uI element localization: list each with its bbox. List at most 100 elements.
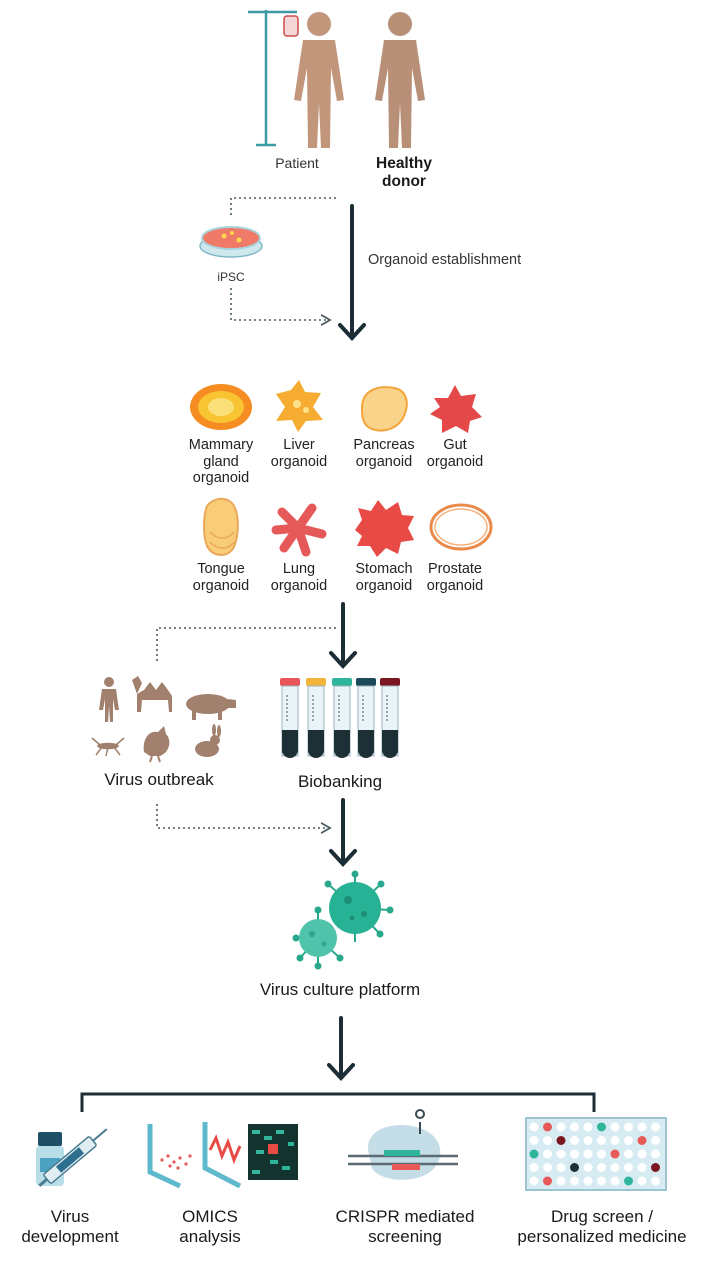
liver-organoid-icon	[276, 380, 323, 432]
ipsc-label: iPSC	[217, 270, 245, 284]
organoid-label-mammary: Mammary gland organoid	[188, 437, 254, 487]
organoid-label-tongue: Tongue organoid	[192, 561, 250, 594]
plate-well	[529, 1176, 539, 1186]
plate-well	[556, 1136, 566, 1145]
plate-well	[637, 1163, 647, 1172]
plate-well	[570, 1149, 579, 1159]
mosquito-icon	[91, 737, 125, 757]
application-label-crispr-screening: CRISPR mediated screening	[335, 1207, 475, 1246]
plate-well	[570, 1136, 579, 1145]
plate-well	[651, 1149, 660, 1159]
application-label-omics-analysis: OMICS analysis	[179, 1207, 241, 1246]
plate-well	[637, 1136, 647, 1145]
applications-bracket	[80, 1092, 596, 1112]
ipsc-dotted-path	[230, 197, 336, 326]
gut-organoid-icon	[430, 385, 482, 433]
vaccine-syringe-icon	[36, 1128, 108, 1187]
virus-outbreak-label: Virus outbreak	[104, 770, 214, 789]
plate-well	[610, 1149, 620, 1159]
mammary-organoid-icon	[190, 384, 252, 430]
plate-well	[610, 1122, 620, 1132]
organoid-establishment-label: Organoid establishment	[368, 252, 522, 268]
patient-label: Patient	[275, 155, 319, 171]
pancreas-organoid-icon	[360, 386, 408, 432]
organoid-label-prostate: Prostate organoid	[426, 561, 484, 594]
plate-well	[651, 1136, 660, 1145]
organoid-label-lung: Lung organoid	[270, 561, 328, 594]
patient-figure-icon	[294, 12, 344, 148]
tube-5	[380, 678, 400, 758]
prostate-organoid-icon	[429, 503, 493, 551]
healthy-donor-figure-icon	[375, 12, 425, 148]
rabbit-icon	[195, 724, 221, 757]
plate-well	[529, 1136, 539, 1145]
application-label-drug-screen: Drug screen / personalized medicine	[517, 1207, 687, 1246]
plate-well	[556, 1163, 566, 1172]
virus-culture-platform-label: Virus culture platform	[259, 980, 421, 999]
organoid-label-gut: Gut organoid	[426, 437, 484, 470]
plate-well	[637, 1176, 647, 1186]
drug-screen-plate-icon	[525, 1117, 667, 1191]
biobanking-label: Biobanking	[297, 772, 383, 791]
plate-well	[570, 1122, 579, 1132]
virus-icon	[292, 870, 394, 970]
tube-2	[306, 678, 326, 758]
iv-stand-icon	[248, 10, 299, 147]
plate-well	[583, 1163, 593, 1172]
plate-well	[583, 1149, 593, 1159]
plate-well	[624, 1122, 633, 1132]
petri-dish-icon	[199, 226, 263, 258]
camel-icon	[132, 676, 172, 712]
bird-icon	[143, 726, 170, 763]
human-icon	[99, 677, 119, 722]
plate-well	[543, 1176, 552, 1186]
arrow-to-applications	[327, 1016, 355, 1081]
plate-well	[624, 1176, 633, 1186]
plate-well	[610, 1176, 620, 1186]
plate-well	[583, 1136, 593, 1145]
organoid-label-liver: Liver organoid	[270, 437, 328, 470]
plate-well	[543, 1149, 552, 1159]
arrow-to-biobanking	[329, 602, 357, 669]
plate-well	[597, 1136, 606, 1145]
plate-well	[597, 1163, 606, 1172]
blood-tubes-icon	[280, 678, 400, 758]
plate-well	[543, 1163, 552, 1172]
plate-well	[529, 1163, 539, 1172]
plate-well	[651, 1176, 660, 1186]
arrow-organoid-establishment	[338, 204, 366, 341]
plate-well	[570, 1163, 579, 1172]
plate-well	[651, 1122, 660, 1132]
plate-well	[624, 1136, 633, 1145]
plate-well	[556, 1176, 566, 1186]
tube-4	[356, 678, 376, 758]
lung-organoid-icon	[271, 503, 327, 557]
plate-well	[610, 1163, 620, 1172]
plate-well	[570, 1176, 579, 1186]
organoid-label-pancreas: Pancreas organoid	[353, 437, 415, 470]
plate-well	[624, 1149, 633, 1159]
application-label-virus-development: Virus development	[21, 1207, 119, 1246]
omics-icon	[147, 1122, 298, 1189]
tube-1	[280, 678, 300, 758]
organoid-label-stomach: Stomach organoid	[355, 561, 413, 594]
plate-well	[556, 1122, 566, 1132]
crispr-icon	[348, 1109, 458, 1180]
plate-well	[543, 1136, 552, 1145]
plate-well	[624, 1163, 633, 1172]
tube-3	[332, 678, 352, 758]
plate-well	[637, 1122, 647, 1132]
pig-icon	[186, 694, 236, 720]
plate-well	[597, 1176, 606, 1186]
tongue-organoid-icon	[203, 497, 239, 556]
plate-well	[651, 1163, 660, 1172]
plate-well	[529, 1122, 539, 1132]
plate-well	[610, 1136, 620, 1145]
plate-well	[583, 1176, 593, 1186]
plate-well	[543, 1122, 552, 1132]
plate-well	[597, 1122, 606, 1132]
plate-well	[637, 1149, 647, 1159]
arrow-to-virus-culture	[329, 798, 357, 867]
plate-well	[556, 1149, 566, 1159]
plate-well	[583, 1122, 593, 1132]
